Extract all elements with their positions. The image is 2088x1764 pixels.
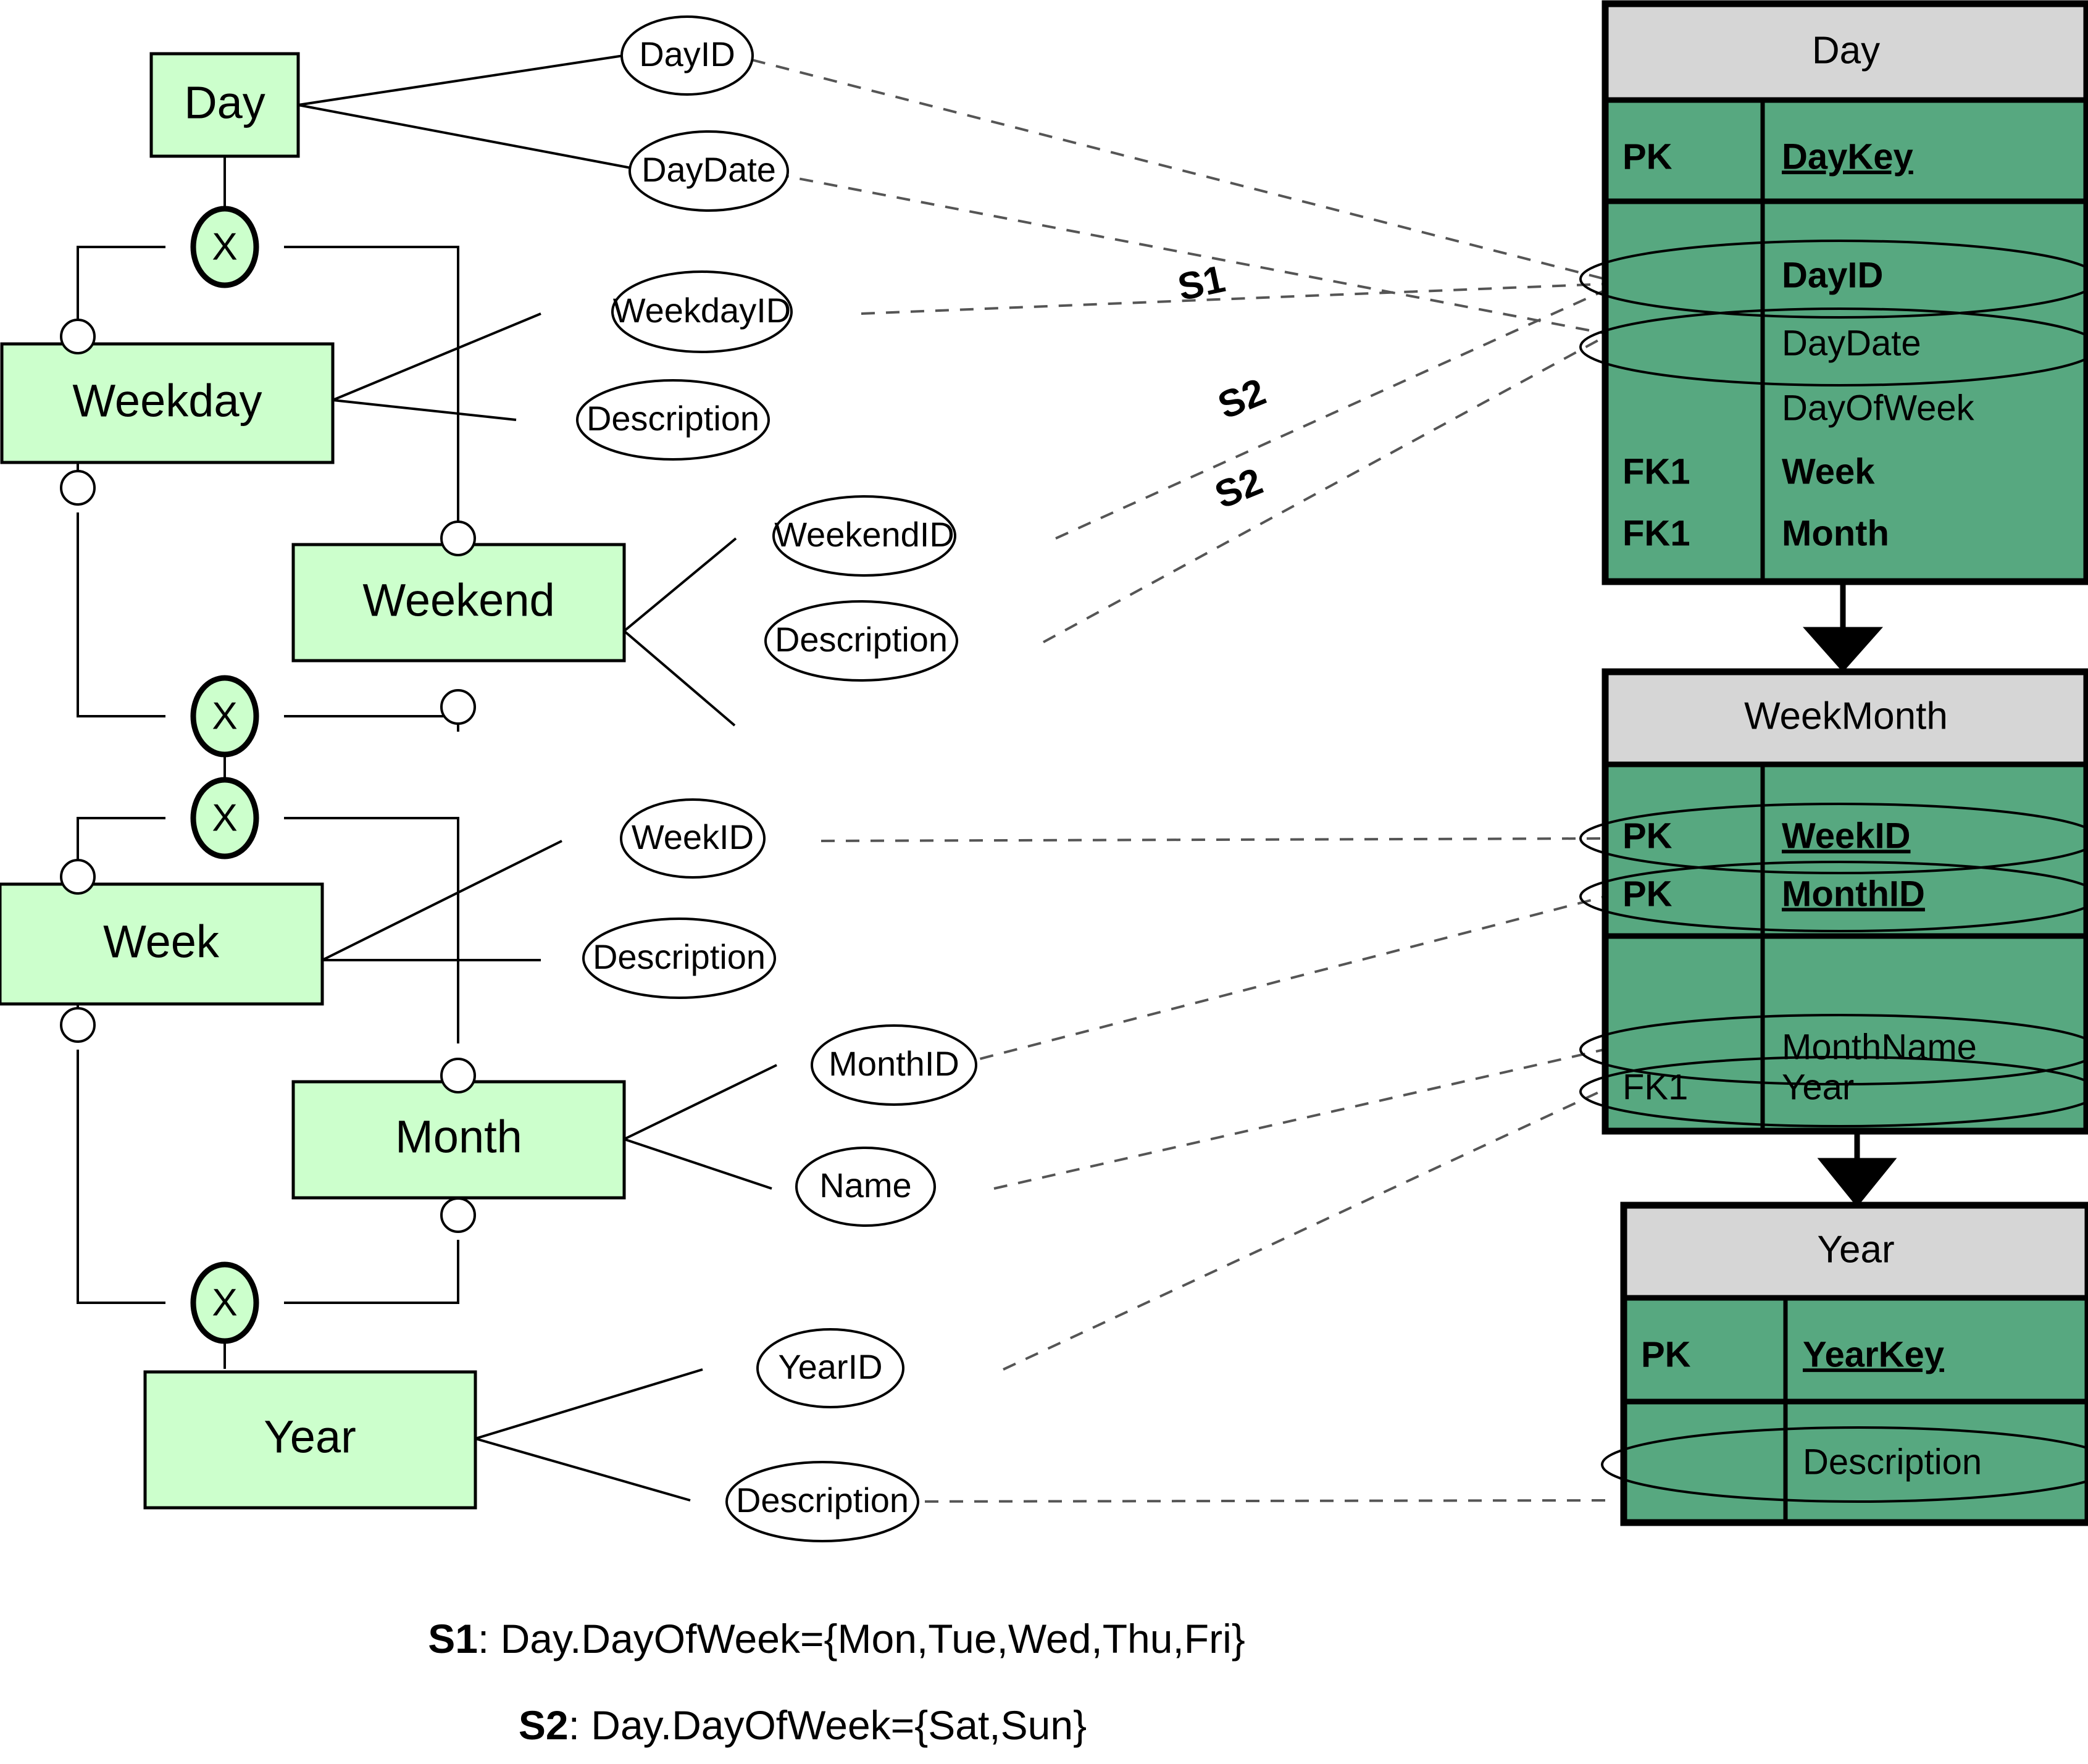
svg-text:S2: S2 [1209, 460, 1268, 517]
legend-s2: S2: Day.DayOfWeek={Sat,Sun} [519, 1702, 1087, 1748]
attribute-dayid[interactable]: DayID [620, 15, 754, 96]
attribute-weekid-label: WeekID [632, 817, 754, 856]
disjoint-marker-x1[interactable]: X [190, 206, 259, 288]
legend-s2-tag: S2 [519, 1702, 569, 1748]
table-year-title: Year [1817, 1228, 1894, 1271]
table-day-attrrow-0-column: DayID [1782, 255, 1883, 295]
disjoint-marker-x4[interactable]: X [190, 1261, 259, 1344]
attribute-monthid[interactable]: MonthID [811, 1024, 977, 1106]
attribute-yearid-label: YearID [778, 1347, 882, 1386]
mapping-label-s2-a: S2 [1212, 370, 1271, 427]
table-day-attrrow-3-key: FK1 [1622, 451, 1690, 491]
table-day-keyrow-0-column: DayKey [1782, 136, 1913, 177]
table-weekmonth-keyrow-0-column: WeekID [1782, 816, 1910, 856]
table-weekmonth-keyrow-1-column: MonthID [1782, 874, 1925, 914]
table-day-attrrow-3-column: Week [1782, 451, 1875, 491]
table-day-attrrow-4-column: Month [1782, 513, 1889, 553]
fk-arrow-day-weekmonth [1802, 580, 1884, 672]
svg-text:S1: S1 [1174, 257, 1229, 309]
legend-s1-text: : Day.DayOfWeek={Mon,Tue,Wed,Thu,Fri} [478, 1616, 1245, 1662]
entity-month[interactable]: Month [291, 1080, 626, 1200]
attribute-dayid-label: DayID [639, 35, 735, 73]
attribute-year-description[interactable]: Description [725, 1461, 919, 1542]
attribute-weekday-description[interactable]: Description [576, 379, 770, 461]
entity-day-label: Day [184, 77, 265, 128]
attribute-weekid[interactable]: WeekID [620, 798, 766, 879]
table-weekmonth-attrrow-1-column: Year [1782, 1067, 1854, 1107]
mapping-dashed-lines [751, 59, 1606, 1503]
entity-day[interactable]: Day [149, 52, 300, 158]
attribute-week-description-label: Description [593, 937, 766, 976]
table-year-keyrow-0-column: YearKey [1803, 1334, 1944, 1374]
svg-text:S1: Day.DayOfWeek={Mon,Tue,Wed: S1: Day.DayOfWeek={Mon,Tue,Wed,Thu,Fri} [428, 1616, 1245, 1662]
attribute-weekend-description[interactable]: Description [764, 600, 958, 682]
svg-text:S2: S2 [1212, 370, 1271, 427]
disjoint-marker-x2-label: X [212, 695, 237, 737]
fk-arrow-weekmonth-year [1817, 1131, 1897, 1208]
attribute-weekendid-label: WeekendID [774, 515, 954, 554]
attribute-year-description-label: Description [736, 1481, 909, 1519]
table-day-attrrow-1-column: DayDate [1782, 323, 1921, 363]
svg-text:S2: Day.DayOfWeek={Sat,Sun}: S2: Day.DayOfWeek={Sat,Sun} [519, 1702, 1087, 1748]
entity-weekday[interactable]: Weekday [0, 342, 335, 464]
legend-s2-text: : Day.DayOfWeek={Sat,Sun} [569, 1702, 1087, 1748]
table-weekmonth[interactable]: WeekMonth PK WeekID PK MonthID MonthName… [1579, 668, 2088, 1135]
attribute-weekend-description-label: Description [775, 620, 948, 659]
disjoint-marker-x3[interactable]: X [190, 777, 259, 859]
disjoint-marker-x2[interactable]: X [190, 675, 259, 758]
disjoint-marker-x3-label: X [212, 796, 237, 839]
attribute-daydate-label: DayDate [641, 150, 776, 189]
attribute-monthid-label: MonthID [829, 1044, 959, 1083]
disjoint-marker-x1-label: X [212, 225, 237, 268]
legend-s1: S1: Day.DayOfWeek={Mon,Tue,Wed,Thu,Fri} [428, 1616, 1245, 1662]
table-day-title: Day [1812, 29, 1880, 72]
table-day[interactable]: Day PK DayKey DayID DayDate DayOfWeek FK… [1579, 0, 2088, 585]
eer-connector-lines [77, 54, 777, 1502]
table-day-attrrow-4-key: FK1 [1622, 513, 1690, 553]
attribute-daydate[interactable]: DayDate [628, 130, 789, 212]
attribute-name[interactable]: Name [795, 1147, 936, 1227]
participation-circles [60, 319, 476, 1233]
entity-weekday-label: Weekday [72, 375, 262, 427]
table-year-keyrow-0-key: PK [1641, 1334, 1691, 1374]
attribute-weekendid[interactable]: WeekendID [772, 495, 956, 577]
attribute-weekdayid-label: WeekdayID [613, 291, 791, 330]
disjoint-marker-x4-label: X [212, 1281, 237, 1324]
mapping-label-s1: S1 [1174, 257, 1229, 309]
entity-weekend[interactable]: Weekend [291, 543, 626, 663]
table-year[interactable]: Year PK YearKey Description [1601, 1202, 2088, 1526]
entity-week-label: Week [103, 916, 220, 968]
attribute-weekdayid[interactable]: WeekdayID [611, 270, 793, 353]
table-day-keyrow-0-key: PK [1622, 136, 1672, 177]
table-weekmonth-keyrow-1-key: PK [1622, 874, 1672, 914]
attribute-name-label: Name [819, 1166, 911, 1205]
table-year-attrrow-0-column: Description [1803, 1442, 1982, 1482]
mapping-label-s2-b: S2 [1209, 460, 1268, 517]
entity-year-label: Year [264, 1411, 356, 1463]
attribute-yearid[interactable]: YearID [756, 1328, 904, 1408]
attribute-week-description[interactable]: Description [582, 918, 776, 999]
table-weekmonth-keyrow-0-key: PK [1622, 816, 1672, 856]
entity-week[interactable]: Week [0, 882, 324, 1006]
table-day-attrrow-2-column: DayOfWeek [1782, 388, 1975, 428]
entity-year[interactable]: Year [143, 1370, 477, 1510]
entity-month-label: Month [395, 1111, 522, 1163]
entity-weekend-label: Weekend [362, 575, 554, 626]
table-weekmonth-title: WeekMonth [1744, 695, 1948, 737]
attribute-weekday-description-label: Description [587, 399, 759, 438]
legend-s1-tag: S1 [428, 1616, 478, 1662]
